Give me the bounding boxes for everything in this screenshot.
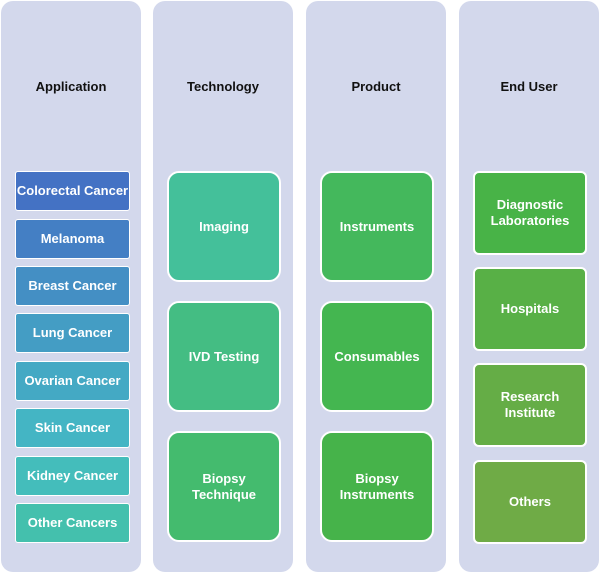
end-user-item-research-institute: Research Institute: [473, 363, 587, 447]
column-application: Application Colorectal Cancer Melanoma B…: [1, 1, 141, 572]
column-title-technology: Technology: [187, 79, 259, 94]
application-item-lung-cancer: Lung Cancer: [15, 313, 130, 353]
product-item-consumables: Consumables: [320, 301, 434, 412]
application-item-kidney-cancer: Kidney Cancer: [15, 456, 130, 496]
technology-item-biopsy-technique: Biopsy Technique: [167, 431, 281, 542]
application-item-breast-cancer: Breast Cancer: [15, 266, 130, 306]
product-item-biopsy-instruments: Biopsy Instruments: [320, 431, 434, 542]
column-end-user: End User Diagnostic Laboratories Hospita…: [459, 1, 599, 572]
technology-item-imaging: Imaging: [167, 171, 281, 282]
end-user-item-hospitals: Hospitals: [473, 267, 587, 351]
column-title-end-user: End User: [500, 79, 558, 94]
product-item-instruments: Instruments: [320, 171, 434, 282]
column-title-application: Application: [35, 79, 107, 94]
end-user-item-diagnostic-laboratories: Diagnostic Laboratories: [473, 171, 587, 255]
column-title-product: Product: [351, 79, 401, 94]
application-item-other-cancers: Other Cancers: [15, 503, 130, 543]
technology-item-ivd-testing: IVD Testing: [167, 301, 281, 412]
application-item-ovarian-cancer: Ovarian Cancer: [15, 361, 130, 401]
end-user-item-others: Others: [473, 460, 587, 544]
application-item-skin-cancer: Skin Cancer: [15, 408, 130, 448]
column-technology: Technology Imaging IVD Testing Biopsy Te…: [153, 1, 293, 572]
application-item-melanoma: Melanoma: [15, 219, 130, 259]
column-product: Product Instruments Consumables Biopsy I…: [306, 1, 446, 572]
application-item-colorectal-cancer: Colorectal Cancer: [15, 171, 130, 211]
